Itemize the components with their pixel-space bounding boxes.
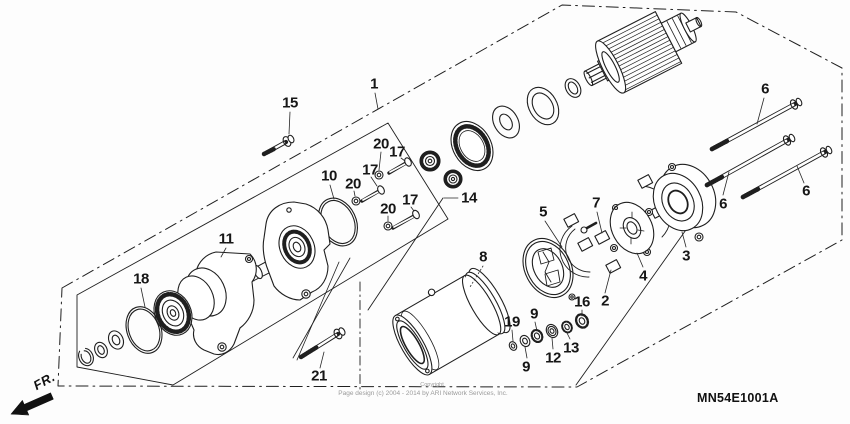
part-callout-2[interactable]: 2	[601, 292, 609, 310]
leader-lines	[140, 92, 805, 369]
part-callout-8[interactable]: 8	[479, 248, 487, 266]
part-callout-12[interactable]: 12	[545, 349, 561, 367]
part-callout-3[interactable]: 3	[682, 247, 690, 265]
pinion-assembly-drawing	[153, 251, 257, 356]
part-callout-7[interactable]: 7	[592, 194, 600, 212]
part-callout-11[interactable]: 11	[218, 230, 234, 248]
part-callout-21[interactable]: 21	[311, 367, 327, 385]
part-callout-13[interactable]: 13	[563, 339, 579, 357]
part-callout-14[interactable]: 14	[461, 189, 477, 207]
part-callout-17a[interactable]: 17	[389, 143, 405, 161]
part-callout-10[interactable]: 10	[321, 167, 337, 185]
subassembly-box	[76, 122, 449, 386]
watermark-page-design: Page design (c) 2004 - 2014 by ARI Netwo…	[338, 390, 508, 397]
yoke-housing-drawing	[392, 267, 511, 376]
part-callout-5[interactable]: 5	[539, 203, 547, 221]
bolts-17-washers-20	[351, 157, 420, 231]
gear-cover-drawing	[652, 162, 717, 242]
watermark-copyright: Copyright	[420, 382, 444, 388]
part-callout-20a[interactable]: 20	[373, 135, 389, 153]
pointer-wedge	[292, 257, 351, 361]
flange-bolt-21	[298, 327, 346, 360]
part-callout-1[interactable]: 1	[370, 75, 378, 93]
part-callout-6a[interactable]: 6	[761, 80, 769, 98]
part-callout-17c[interactable]: 17	[402, 191, 418, 209]
oring-18	[125, 306, 163, 354]
part-callout-9a[interactable]: 9	[530, 305, 538, 323]
part-callout-20c[interactable]: 20	[380, 200, 396, 218]
hardware-row-drawing	[508, 313, 590, 351]
brush-holder-plate-drawing	[609, 201, 655, 257]
part-callout-15[interactable]: 15	[282, 94, 298, 112]
part-callout-9b[interactable]: 9	[522, 358, 530, 376]
flange-bolt-15	[261, 134, 295, 157]
armature-drawing	[583, 11, 703, 94]
part-callout-6c[interactable]: 6	[802, 182, 810, 200]
part-callout-20b[interactable]: 20	[345, 175, 361, 193]
detail-region-lines	[359, 197, 689, 391]
washer-stack-drawing	[492, 78, 582, 139]
part-callout-19[interactable]: 19	[504, 313, 520, 331]
assembly-border	[57, 4, 843, 388]
carrier-assembly-drawing	[224, 201, 331, 301]
part-callout-6b[interactable]: 6	[719, 195, 727, 213]
part-callout-16[interactable]: 16	[574, 293, 590, 311]
through-bolts-drawing	[704, 97, 833, 200]
fr-arrow-icon	[10, 392, 54, 416]
part-callout-4[interactable]: 4	[639, 267, 647, 285]
diagram-part-code: MN54E1001A	[697, 391, 779, 405]
part-callout-17b[interactable]: 17	[362, 161, 378, 179]
small-rings-drawing	[78, 330, 125, 367]
gear-set-drawing	[419, 121, 494, 189]
part-callout-18[interactable]: 18	[133, 270, 149, 288]
